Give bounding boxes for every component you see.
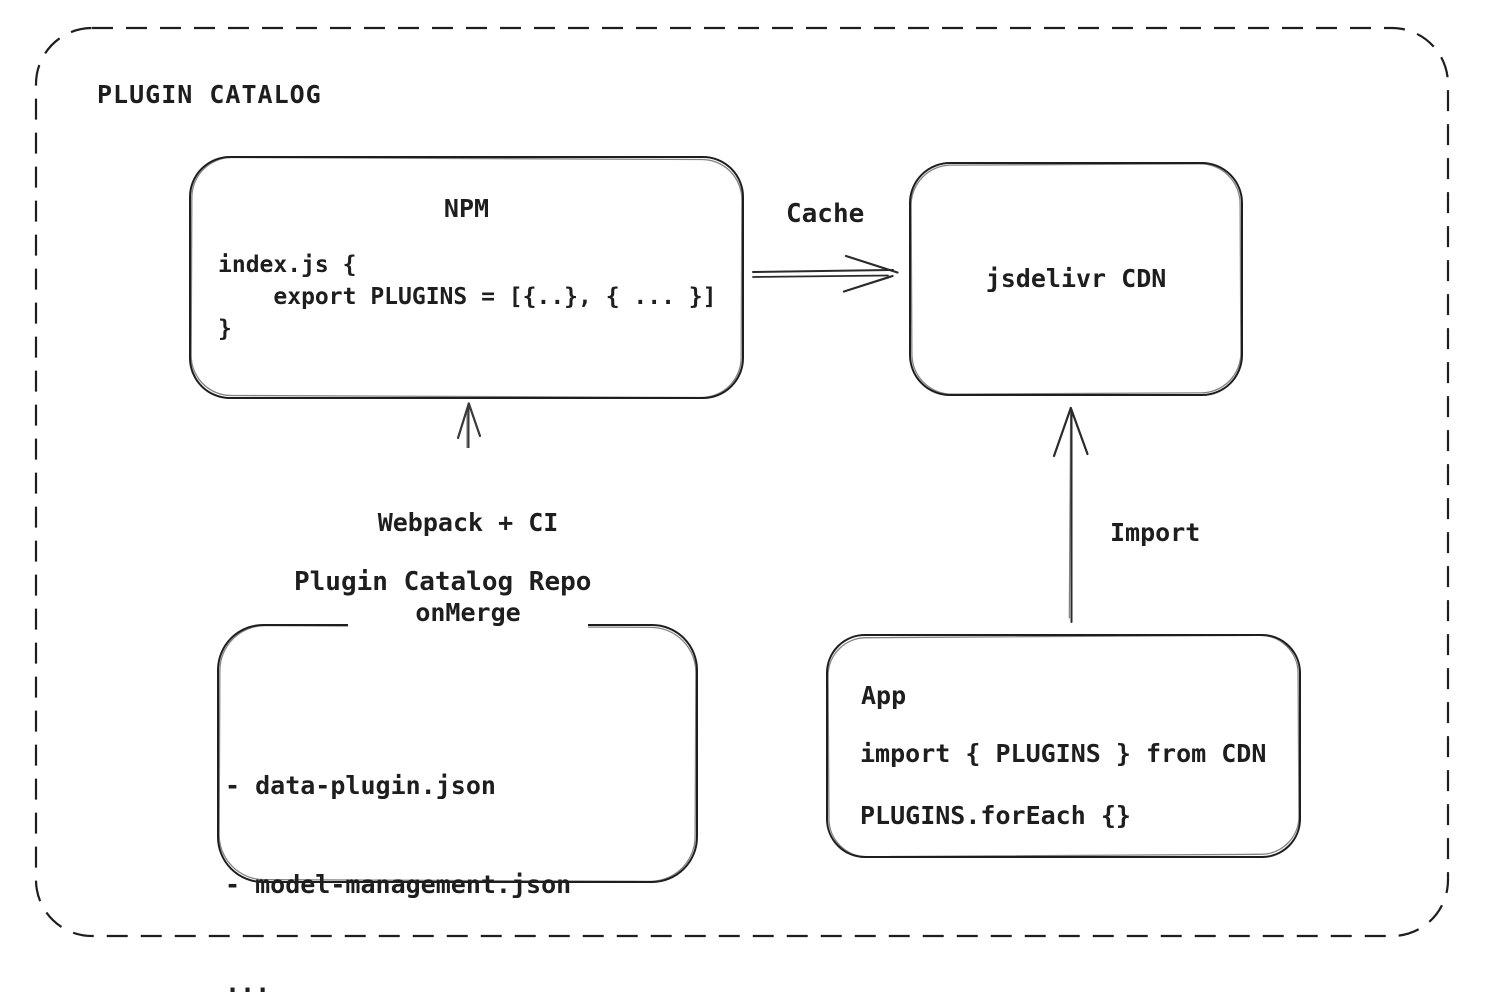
- app-node-title: App: [861, 681, 907, 710]
- cdn-node-title-text: jsdelivr CDN: [985, 264, 1167, 293]
- npm-node-title: NPM: [443, 194, 490, 223]
- cache-edge-label: Cache: [786, 199, 865, 229]
- repo-file-item: - data-plugin.json: [225, 771, 496, 800]
- catalog-boundary-border: [34, 26, 1450, 938]
- build-edge-label: Webpack + CI onMerge: [348, 448, 588, 692]
- cache-arrow: [752, 254, 899, 293]
- cdn-node-title: jsdelivr CDN: [910, 163, 1242, 395]
- node-app-box: [826, 634, 1301, 858]
- build-edge-label-line2: onMerge: [415, 598, 521, 627]
- import-edge-label: Import: [1110, 518, 1201, 547]
- import-arrow: [1052, 406, 1089, 623]
- repo-file-item: - model-management.json: [225, 870, 572, 899]
- repo-file-item: ...: [225, 969, 271, 998]
- app-code-import: import { PLUGINS } from CDN: [860, 739, 1267, 768]
- repo-node-label: Plugin Catalog Repo: [294, 567, 592, 597]
- repo-file-list: - data-plugin.json - model-management.js…: [225, 703, 571, 1002]
- app-code-foreach: PLUGINS.forEach {}: [860, 801, 1131, 830]
- node-npm-box: [189, 156, 744, 399]
- build-edge-label-line1: Webpack + CI: [377, 508, 559, 537]
- npm-code-snippet: index.js { export PLUGINS = [{..}, { ...…: [218, 252, 717, 342]
- diagram-title: PLUGIN CATALOG: [97, 80, 322, 109]
- node-cdn-box: [909, 162, 1243, 396]
